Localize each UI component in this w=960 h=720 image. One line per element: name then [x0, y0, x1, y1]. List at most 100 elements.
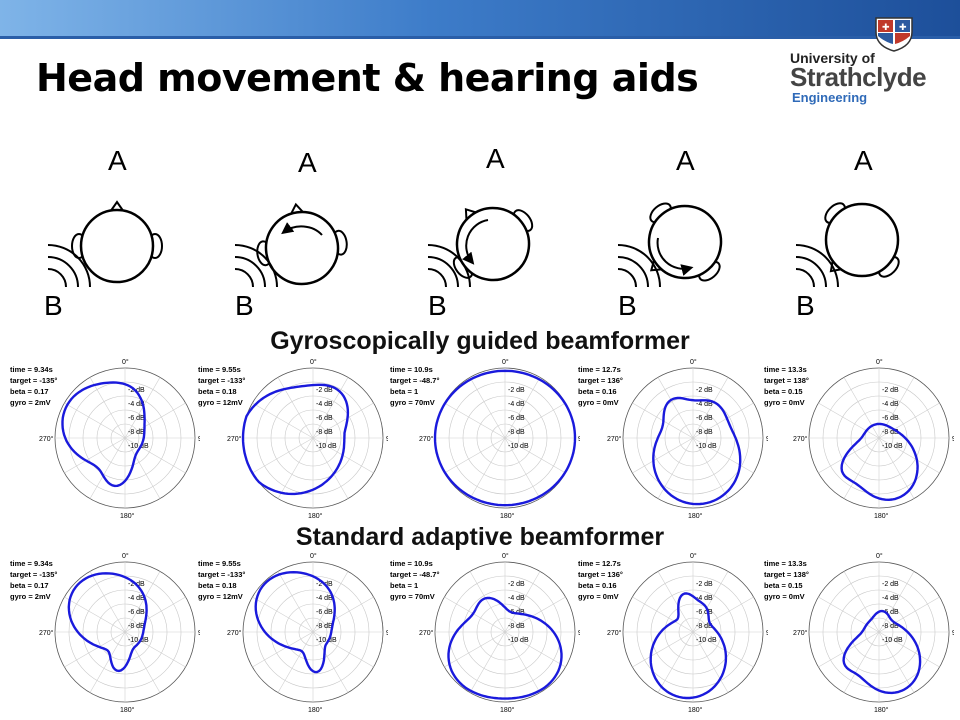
ring-label: -4 dB: [882, 401, 899, 408]
angle-label-0: 0°: [310, 552, 317, 560]
beam-pattern-curve: [241, 383, 350, 496]
svg-text:✚: ✚: [882, 23, 890, 33]
polar-grid-spoke: [504, 631, 566, 668]
ring-label: -8 dB: [508, 429, 525, 436]
polar-grid-spoke: [843, 437, 880, 499]
polar-grid-spoke: [124, 631, 186, 668]
polar-grid-spoke: [504, 377, 541, 439]
source-b-label: B: [618, 290, 637, 320]
polar-grid-spoke: [89, 571, 126, 633]
ring-label: -10 dB: [882, 443, 903, 450]
ring-label: -2 dB: [508, 581, 525, 588]
angle-label-270: 270°: [793, 629, 808, 637]
polar-grid-spoke: [692, 571, 729, 633]
plot-info-line: target = 136°: [578, 376, 623, 385]
ring-label: -4 dB: [696, 401, 713, 408]
ring-label: -6 dB: [696, 415, 713, 422]
polar-grid-spoke: [312, 402, 374, 439]
polar-grid-spoke: [312, 571, 349, 633]
angle-label-90: 90°: [952, 435, 954, 443]
plot-info-line: target = -48.7°: [390, 376, 439, 385]
plot-info-line: time = 9.34s: [10, 365, 53, 374]
polar-plot-gyro-3: -2 dB-4 dB-6 dB-8 dB-10 dB0°180°270°90°t…: [390, 358, 589, 520]
plot-info-line: target = -135°: [10, 376, 57, 385]
beam-pattern-curve: [649, 592, 728, 700]
angle-label-180: 180°: [688, 512, 703, 520]
polar-grid-spoke: [632, 631, 694, 668]
ring-label: -10 dB: [696, 443, 717, 450]
source-a-label: A: [298, 147, 317, 178]
head-rotation-diagram: A B A B A: [44, 143, 900, 320]
gyro-section-title: Gyroscopically guided beamformer: [270, 327, 690, 355]
ring-label: -6 dB: [882, 415, 899, 422]
ring-label: -2 dB: [508, 387, 525, 394]
polar-grid-spoke: [124, 596, 186, 633]
angle-label-270: 270°: [39, 629, 54, 637]
ring-label: -2 dB: [696, 387, 713, 394]
polar-grid-spoke: [657, 377, 694, 439]
ring-label: -10 dB: [128, 443, 149, 450]
polar-grid-spoke: [692, 377, 729, 439]
sound-wave-icon: [47, 244, 91, 288]
crest-icon: ✚ ✚: [875, 17, 913, 52]
head-diagram-2: A B: [234, 147, 348, 320]
ring-label: -6 dB: [882, 609, 899, 616]
polar-grid-spoke: [89, 377, 126, 439]
angle-label-180: 180°: [308, 512, 323, 520]
plot-info-line: beta = 0.16: [578, 581, 617, 590]
polar-grid-spoke: [277, 437, 314, 499]
plot-info-line: time = 10.9s: [390, 365, 433, 374]
polar-plot-svg: -2 dB-4 dB-6 dB-8 dB-10 dB0°180°270°90°t…: [578, 358, 777, 520]
ring-label: -8 dB: [316, 623, 333, 630]
polar-grid-spoke: [64, 596, 126, 633]
polar-plot-gyro-1: -2 dB-4 dB-6 dB-8 dB-10 dB0°180°270°90°t…: [10, 358, 209, 520]
sound-wave-icon: [234, 244, 278, 288]
angle-label-270: 270°: [227, 629, 242, 637]
polar-grid-spoke: [124, 402, 186, 439]
plot-info-line: time = 10.9s: [390, 559, 433, 568]
polar-grid-spoke: [632, 437, 694, 474]
polar-plot-gyro-4: -2 dB-4 dB-6 dB-8 dB-10 dB0°180°270°90°t…: [578, 358, 777, 520]
polar-grid-spoke: [657, 631, 694, 693]
polar-grid-spoke: [469, 571, 506, 633]
ring-label: -8 dB: [128, 623, 145, 630]
plot-info-line: gyro = 70mV: [390, 592, 435, 601]
polar-grid-spoke: [878, 631, 915, 693]
polar-grid-spoke: [64, 402, 126, 439]
ring-label: -4 dB: [508, 401, 525, 408]
head-icon: [256, 202, 348, 286]
plot-info-line: target = -48.7°: [390, 570, 439, 579]
polar-grid-spoke: [124, 631, 161, 693]
rotation-arrow-icon: [462, 219, 489, 265]
polar-plot-gyro-5: -2 dB-4 dB-6 dB-8 dB-10 dB0°180°270°90°t…: [764, 358, 960, 520]
angle-label-180: 180°: [120, 512, 135, 520]
angle-label-90: 90°: [386, 629, 388, 637]
ring-label: -4 dB: [128, 401, 145, 408]
rotation-arrow-icon: [281, 222, 323, 236]
polar-plot-svg: -2 dB-4 dB-6 dB-8 dB-10 dB0°180°270°90°t…: [10, 358, 209, 520]
plot-info-line: beta = 1: [390, 387, 418, 396]
polar-plot-gyro-2: -2 dB-4 dB-6 dB-8 dB-10 dB0°180°270°90°t…: [198, 358, 397, 520]
source-a-label: A: [108, 145, 127, 176]
plot-info-line: beta = 0.15: [764, 581, 803, 590]
plot-info-line: beta = 0.18: [198, 581, 237, 590]
plot-info-line: target = -135°: [10, 570, 57, 579]
source-b-label: B: [796, 290, 815, 320]
polar-grid-spoke: [843, 377, 880, 439]
polar-grid-spoke: [469, 631, 506, 693]
head-diagram-3: A B: [427, 143, 534, 320]
university-logo: ✚ ✚ University of Strathclyde Engineerin…: [790, 10, 960, 105]
polar-grid-spoke: [252, 631, 314, 668]
beam-pattern-curve: [842, 609, 922, 695]
angle-label-180: 180°: [500, 512, 515, 520]
angle-label-180: 180°: [874, 706, 889, 714]
polar-grid-spoke: [469, 437, 506, 499]
plot-info-line: gyro = 2mV: [10, 398, 51, 407]
head-icon: [824, 202, 900, 278]
plot-info-line: beta = 0.15: [764, 387, 803, 396]
ring-label: -8 dB: [696, 623, 713, 630]
plot-info-line: time = 12.7s: [578, 365, 621, 374]
logo-university-of: University of: [790, 50, 875, 66]
beam-pattern-curve: [67, 572, 148, 673]
plot-info-line: beta = 1: [390, 581, 418, 590]
